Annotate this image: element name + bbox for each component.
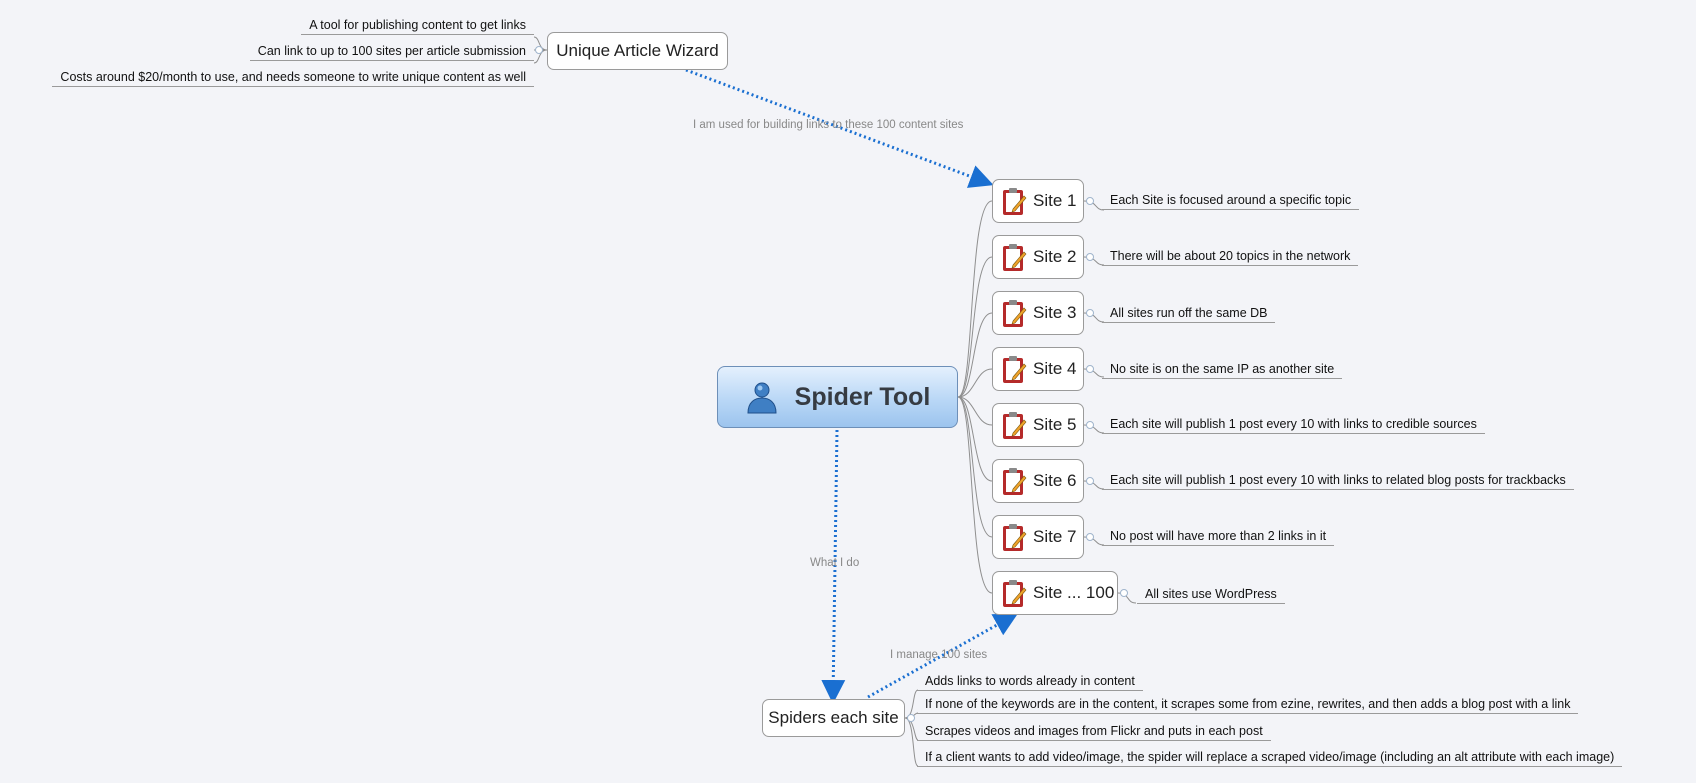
clipboard-icon [1003,300,1027,327]
clipboard-icon [1003,468,1027,495]
collapse-knob-site-4[interactable] [1086,365,1094,373]
site-topic-5[interactable]: Site 5 [992,403,1084,447]
wizard-topic-label: Unique Article Wizard [556,41,719,60]
site-note-2: There will be about 20 topics in the net… [1102,247,1359,266]
site-label: Site 1 [1033,191,1077,210]
clipboard-icon [1003,244,1027,271]
collapse-knob-site-7[interactable] [1086,533,1094,541]
site-label: Site 3 [1033,303,1077,322]
site-topic-100[interactable]: Site ... 100 [992,571,1118,615]
site-note-3: All sites run off the same DB [1102,304,1276,323]
site-note-4: No site is on the same IP as another sit… [1102,360,1343,379]
collapse-knob-wizard[interactable] [535,46,543,54]
relationship-wizard-to-site-1 [685,68,994,188]
site-label: Site 7 [1033,527,1077,546]
branch-site-4 [957,368,993,398]
wizard-topic[interactable]: Unique Article Wizard [547,32,728,70]
clipboard-icon [1003,356,1027,383]
clipboard-icon [1003,524,1027,551]
collapse-knob-site-2[interactable] [1086,253,1094,261]
site-topic-6[interactable]: Site 6 [992,459,1084,503]
site-note-1: Each Site is focused around a specific t… [1102,191,1360,210]
site-label: Site 5 [1033,415,1077,434]
spiders-note-4: If a client wants to add video/image, th… [917,748,1623,767]
relationship-label-spiders: I manage 100 sites [890,649,988,661]
branch-site-6 [957,396,993,482]
branch-site-5 [957,396,993,426]
collapse-knob-site-6[interactable] [1086,477,1094,485]
spiders-note-2: If none of the keywords are in the conte… [917,695,1579,714]
spiders-topic[interactable]: Spiders each site [762,699,905,737]
wizard-note-2: Can link to up to 100 sites per article … [249,42,534,61]
site-note-6: Each site will publish 1 post every 10 w… [1102,471,1574,490]
central-topic-label: Spider Tool [794,382,931,411]
site-label: Site 2 [1033,247,1077,266]
wizard-note-1: A tool for publishing content to get lin… [301,16,534,35]
site-note-7: No post will have more than 2 links in i… [1102,527,1335,546]
site-note-100: All sites use WordPress [1137,585,1285,604]
branch-site-100 [957,396,993,594]
site-topic-3[interactable]: Site 3 [992,291,1084,335]
site-label: Site ... 100 [1033,583,1115,602]
branch-site-3 [957,312,993,398]
collapse-knob-spiders[interactable] [907,714,915,722]
branch-site-7 [957,396,993,538]
central-topic[interactable]: Spider Tool [717,366,958,428]
clipboard-icon [1003,412,1027,439]
site-topic-7[interactable]: Site 7 [992,515,1084,559]
user-icon [747,382,777,414]
collapse-knob-site-3[interactable] [1086,309,1094,317]
collapse-knob-site-5[interactable] [1086,421,1094,429]
spiders-note-3: Scrapes videos and images from Flickr an… [917,722,1271,741]
site-topic-4[interactable]: Site 4 [992,347,1084,391]
collapse-knob-site-100[interactable] [1120,589,1128,597]
site-note-5: Each site will publish 1 post every 10 w… [1102,415,1485,434]
collapse-knob-site-1[interactable] [1086,197,1094,205]
spiders-topic-label: Spiders each site [768,708,899,727]
relationship-label-wizard: I am used for building links to these 10… [693,119,964,131]
site-topic-2[interactable]: Site 2 [992,235,1084,279]
site-label: Site 6 [1033,471,1077,490]
site-label: Site 4 [1033,359,1077,378]
spiders-note-1: Adds links to words already in content [917,672,1143,691]
wizard-note-3: Costs around $20/month to use, and needs… [52,68,534,87]
branch-site-1 [957,200,993,398]
branch-site-2 [957,256,993,398]
site-topic-1[interactable]: Site 1 [992,179,1084,223]
clipboard-icon [1003,580,1027,607]
relationship-label-central: What I do [810,557,860,569]
clipboard-icon [1003,188,1027,215]
